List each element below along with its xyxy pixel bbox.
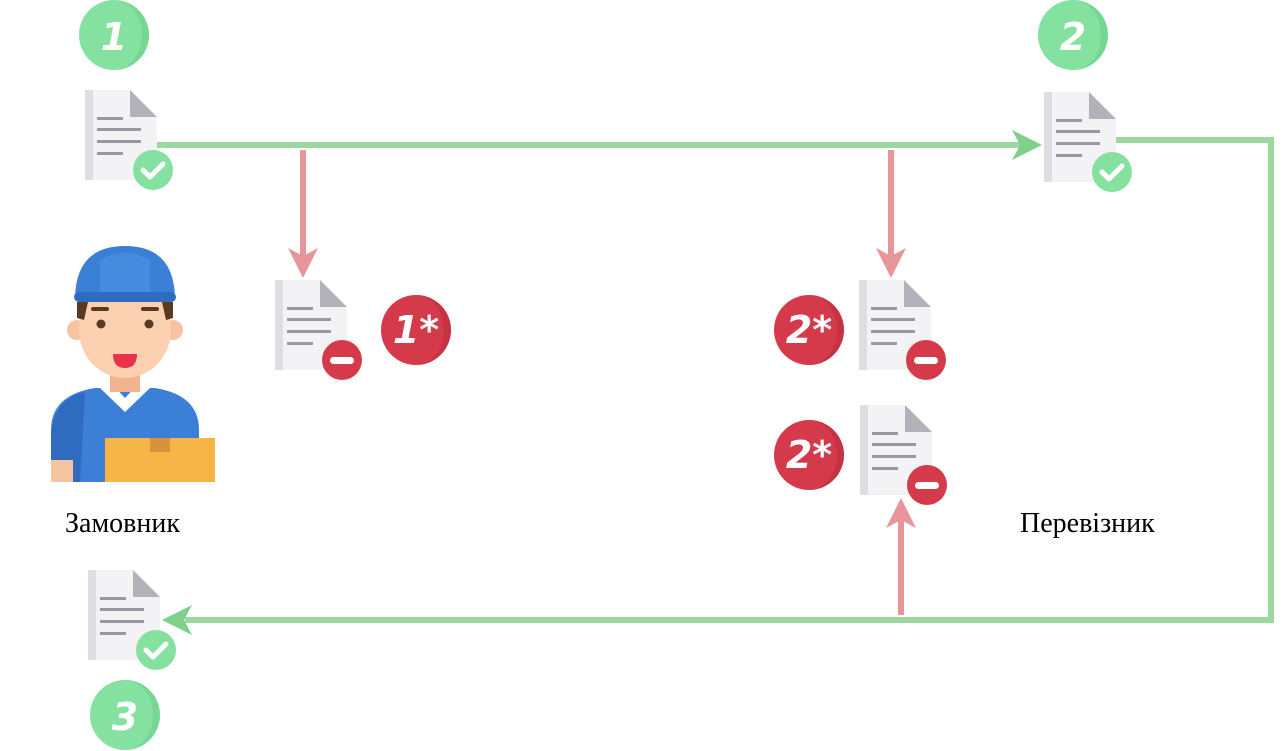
accept-arrow-customer-to-carrier	[155, 130, 1042, 160]
step-2-badge: 2	[1038, 0, 1108, 70]
customer-label: Замовник	[65, 508, 180, 539]
reject-2a-badge: 2*	[774, 295, 844, 365]
carrier-label: Перевізник	[1020, 508, 1155, 539]
step-2-number: 2	[1060, 15, 1086, 59]
courier-person-icon	[51, 246, 215, 482]
document-minus-icon	[275, 280, 362, 380]
step-3-number: 3	[112, 695, 138, 739]
document-minus-icon	[860, 405, 947, 505]
reject-1-badge: 1*	[381, 295, 451, 365]
document-minus-icon	[859, 280, 946, 380]
accept-arrow-carrier-to-customer	[162, 137, 1274, 635]
reject-arrow-1	[288, 150, 318, 278]
step-1-badge: 1	[79, 0, 149, 70]
step-1-number: 1	[101, 15, 127, 59]
reject-1-label: 1*	[393, 308, 439, 352]
reject-arrow-2a	[876, 150, 906, 278]
reject-2b-badge: 2*	[774, 420, 844, 490]
reject-2a-label: 2*	[786, 308, 832, 352]
document-check-icon	[85, 90, 173, 190]
step-3-badge: 3	[90, 680, 160, 750]
reject-arrow-2b	[886, 498, 916, 615]
reject-2b-label: 2*	[786, 433, 832, 477]
